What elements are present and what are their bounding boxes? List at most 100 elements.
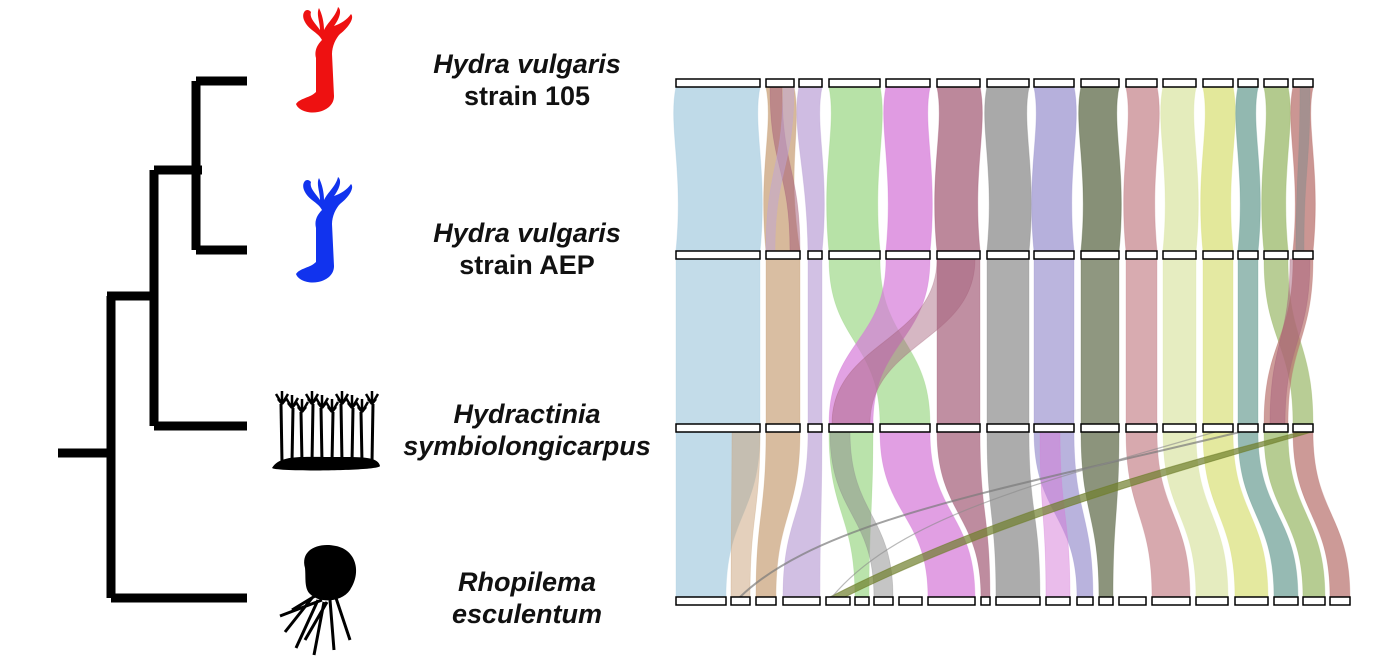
- chromosome-bar: [986, 423, 1030, 433]
- synteny-ribbon: [1031, 86, 1077, 252]
- chromosome-bar: [995, 596, 1041, 606]
- species-genus-name: Hydra vulgaris: [433, 49, 621, 79]
- chromosome-bar: [1118, 596, 1147, 606]
- chromosome-bar: [986, 78, 1030, 88]
- chromosome-bar: [980, 596, 991, 606]
- chromosome-bar: [1033, 250, 1075, 260]
- synteny-ribbon: [730, 431, 761, 598]
- chromosome-bar: [1125, 423, 1158, 433]
- synteny-ribbon: [883, 86, 933, 252]
- chromosome-bar: [755, 596, 777, 606]
- chromosome-bar: [986, 250, 1030, 260]
- tree-branches: [58, 76, 247, 603]
- hydra-body: [296, 7, 353, 113]
- synteny-ribbon: [1080, 258, 1120, 425]
- polyp-tentacles: [294, 399, 310, 413]
- synteny-ribbon: [675, 258, 761, 425]
- chromosome-bar: [1033, 78, 1075, 88]
- chromosome-bar: [1237, 250, 1259, 260]
- polyp-stalk: [339, 403, 344, 463]
- chromosome-bar: [1162, 250, 1197, 260]
- chromosome-bar: [1098, 596, 1114, 606]
- synteny-ribbon: [984, 86, 1032, 252]
- polyp-tentacles: [354, 399, 370, 413]
- chromosome-bar: [1202, 423, 1234, 433]
- species-label-hydra-105: Hydra vulgaris strain 105: [377, 48, 677, 112]
- species-genus-name: Hydra vulgaris: [433, 218, 621, 248]
- chromosome-bar: [1162, 423, 1197, 433]
- hydra-icon: [296, 7, 353, 113]
- chromosome-bar: [1263, 250, 1289, 260]
- chromosome-bar: [807, 423, 823, 433]
- chromosome-bar: [765, 78, 795, 88]
- synteny-ribbon: [986, 258, 1030, 425]
- chromosome-bars: [675, 78, 1351, 606]
- chromosome-bar: [1237, 78, 1259, 88]
- polyp-stalk: [310, 403, 315, 463]
- crossing-ribbon: [831, 431, 1216, 598]
- chromosome-bar: [1033, 423, 1075, 433]
- polyp-stalk: [330, 411, 335, 463]
- synteny-ribbon: [1162, 258, 1197, 425]
- crossing-ribbon: [739, 431, 1241, 598]
- synteny-ribbon: [1078, 86, 1122, 252]
- chromosome-bar: [936, 250, 981, 260]
- chromosome-bar: [807, 250, 823, 260]
- polyp-stalk: [279, 403, 284, 463]
- species-label-hydra-aep: Hydra vulgaris strain AEP: [377, 217, 677, 281]
- species-genus-name: Rhopilema: [457, 567, 597, 597]
- chromosome-bar: [1292, 423, 1314, 433]
- chromosome-bar: [1125, 78, 1158, 88]
- synteny-ribbon: [765, 258, 801, 425]
- chromosome-bar: [879, 423, 931, 433]
- chromosome-bar: [828, 78, 881, 88]
- synteny-ribbon: [673, 86, 763, 252]
- chromosome-bar: [885, 250, 931, 260]
- chromosome-bar: [730, 596, 751, 606]
- chromosome-bar: [1329, 596, 1351, 606]
- species-epithet-name: symbiolongicarpus: [403, 431, 651, 461]
- chromosome-bar: [1273, 596, 1299, 606]
- chromosome-bar: [854, 596, 870, 606]
- polyp-stalk: [359, 411, 364, 463]
- chromosome-bar: [1080, 423, 1120, 433]
- species-label-hydractinia: Hydractinia symbiolongicarpus: [377, 398, 677, 462]
- polyp-tentacles: [314, 395, 330, 409]
- species-strain-name: strain AEP: [459, 250, 595, 280]
- species-epithet-name: esculentum: [451, 599, 603, 629]
- chromosome-bar: [1263, 78, 1289, 88]
- synteny-ribbon: [807, 258, 823, 425]
- synteny-ribbon: [1123, 86, 1160, 252]
- synteny-ribbon: [826, 86, 883, 252]
- polyp-stalk: [350, 407, 355, 463]
- chromosome-bar: [1202, 78, 1234, 88]
- chromosome-bar: [1076, 596, 1094, 606]
- chromosome-bar: [1125, 250, 1158, 260]
- species-label-rhopilema: Rhopilema esculentum: [377, 566, 677, 630]
- polyp-tentacles: [364, 391, 380, 405]
- jellyfish-tentacles: [279, 594, 352, 656]
- chromosome-bar: [1202, 250, 1234, 260]
- synteny-ribbon: [1125, 258, 1158, 425]
- chromosome-bar: [828, 250, 881, 260]
- chromosome-bar: [1292, 78, 1314, 88]
- chromosome-bar: [873, 596, 894, 606]
- chromosome-bar: [1234, 596, 1269, 606]
- synteny-ribbon: [1160, 86, 1199, 252]
- species-genus-name: Hydractinia: [453, 399, 601, 429]
- phylogenetic-tree: [58, 76, 247, 603]
- chromosome-bar: [782, 596, 821, 606]
- chromosome-bar: [765, 250, 801, 260]
- jellyfish-icon: [279, 544, 357, 656]
- chromosome-bar: [675, 78, 761, 88]
- jellyfish-bell: [304, 544, 357, 601]
- synteny-ribbons: [673, 86, 1351, 598]
- hydra-icon: [296, 177, 353, 283]
- chromosome-bar: [1195, 596, 1229, 606]
- chromosome-bar: [936, 78, 981, 88]
- synteny-ribbon: [934, 86, 983, 252]
- polyp-tentacles: [274, 391, 290, 405]
- chromosome-bar: [1162, 78, 1197, 88]
- chromosome-bar: [885, 78, 931, 88]
